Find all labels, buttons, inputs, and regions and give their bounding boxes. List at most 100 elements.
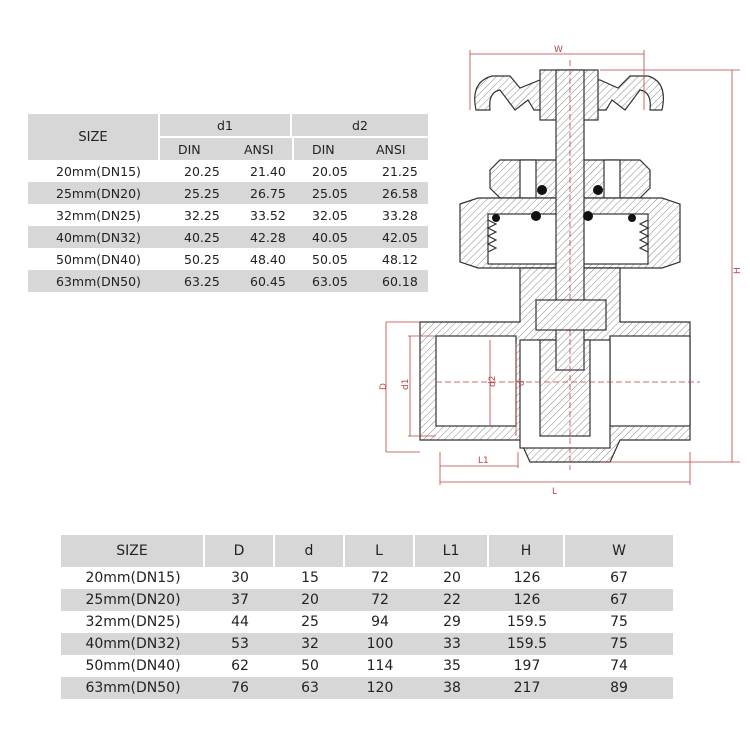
value-cell: 33	[415, 633, 489, 655]
value-cell: 20	[275, 589, 345, 611]
d2-ansi-header: ANSI	[358, 138, 428, 160]
value-cell: 32	[275, 633, 345, 655]
value-cell: 25.25	[160, 182, 226, 204]
d1-header: d1	[160, 114, 292, 138]
size-cell: 50mm(DN40)	[85, 658, 181, 674]
value-cell: 20.25	[184, 163, 220, 179]
column-header: L1	[415, 535, 489, 567]
value-cell: 50.05	[312, 251, 348, 267]
dim-label-w: W	[554, 45, 563, 55]
value-cell: 25	[301, 614, 319, 630]
column-header: L	[345, 535, 415, 567]
table-row: 32mm(DN25) 32.25 33.52 32.05 33.28	[28, 204, 428, 226]
value-cell: 75	[610, 614, 628, 630]
value-cell: 67	[610, 570, 628, 586]
value-cell: 40.25	[160, 226, 226, 248]
value-cell: 40.05	[292, 226, 358, 248]
value-cell: 33.28	[382, 207, 418, 223]
value-cell: 114	[366, 658, 394, 674]
value-cell: 89	[565, 677, 673, 699]
inner-diameter-table-body: 20mm(DN15) 20.25 21.40 20.05 21.25 25mm(DN20)…	[28, 160, 428, 292]
value-cell: 44	[231, 614, 249, 630]
value-cell: 21.40	[250, 163, 286, 179]
size-cell: 63mm(DN50)	[61, 677, 205, 699]
value-cell: 32.25	[184, 207, 220, 223]
value-cell: 126	[489, 589, 565, 611]
value-cell: 26.75	[226, 182, 292, 204]
value-cell: 22	[415, 589, 489, 611]
valve-stem	[535, 60, 607, 470]
dim-label-l: L	[552, 487, 557, 497]
dim-label-d1: d1	[401, 379, 411, 390]
value-cell: 37	[205, 589, 275, 611]
value-cell: 126	[513, 570, 541, 586]
column-header: W	[565, 535, 673, 567]
d2-din-header: DIN	[292, 138, 358, 160]
dimension-lines	[385, 50, 740, 485]
dim-label-h: H	[733, 267, 743, 274]
value-cell: 21.25	[382, 163, 418, 179]
value-cell: 15	[301, 570, 319, 586]
value-cell: 120	[345, 677, 415, 699]
value-cell: 42.05	[358, 226, 428, 248]
value-cell: 63.05	[292, 270, 358, 292]
column-header: d	[275, 535, 345, 567]
size-cell: 32mm(DN25)	[85, 614, 181, 630]
value-cell: 62	[231, 658, 249, 674]
value-cell: 53	[205, 633, 275, 655]
size-cell: 25mm(DN20)	[61, 589, 205, 611]
dimension-labels: W H D d1 d2 d L1 L	[379, 45, 743, 497]
size-cell: 50mm(DN40)	[56, 251, 141, 267]
value-cell: 33.52	[250, 207, 286, 223]
value-cell: 50	[301, 658, 319, 674]
value-cell: 48.40	[250, 251, 286, 267]
size-cell: 32mm(DN25)	[56, 207, 141, 223]
size-cell: 40mm(DN32)	[28, 226, 160, 248]
o-rings	[492, 185, 636, 222]
value-cell: 63	[275, 677, 345, 699]
value-cell: 35	[443, 658, 461, 674]
value-cell: 72	[371, 570, 389, 586]
value-cell: 159.5	[506, 614, 548, 630]
column-header: SIZE	[61, 535, 205, 567]
valve-body	[419, 267, 691, 463]
dim-label-d: d	[517, 380, 527, 386]
value-cell: 26.58	[358, 182, 428, 204]
table-row: 50mm(DN40) 50.25 48.40 50.05 48.12	[28, 248, 428, 270]
column-header: D	[205, 535, 275, 567]
value-cell: 217	[489, 677, 565, 699]
value-cell: 42.28	[226, 226, 292, 248]
d2-header: d2	[292, 114, 428, 138]
d1-din-header: DIN	[160, 138, 226, 160]
value-cell: 60.18	[358, 270, 428, 292]
table-row: 32mm(DN25) 44 25 94 29 159.5 75	[61, 611, 673, 633]
value-cell: 20.05	[312, 163, 348, 179]
value-cell: 72	[345, 589, 415, 611]
value-cell: 25.05	[292, 182, 358, 204]
size-header: SIZE	[28, 114, 160, 160]
value-cell: 74	[610, 658, 628, 674]
value-cell: 159.5	[489, 633, 565, 655]
value-cell: 50.25	[184, 251, 220, 267]
table-row: 20mm(DN15) 20.25 21.40 20.05 21.25	[28, 160, 428, 182]
value-cell: 94	[371, 614, 389, 630]
valve-cross-section-drawing: W H D d1 d2 d L1 L	[379, 45, 743, 497]
inner-diameter-table: SIZE d1 d2 DIN ANSI DIN ANSI 20mm(DN15)2…	[28, 114, 428, 292]
size-cell: 40mm(DN32)	[61, 633, 205, 655]
value-cell: 48.12	[382, 251, 418, 267]
size-cell: 20mm(DN15)	[56, 163, 141, 179]
size-cell: 63mm(DN50)	[28, 270, 160, 292]
value-cell: 29	[443, 614, 461, 630]
value-cell: 30	[231, 570, 249, 586]
value-cell: 100	[345, 633, 415, 655]
value-cell: 32.05	[312, 207, 348, 223]
